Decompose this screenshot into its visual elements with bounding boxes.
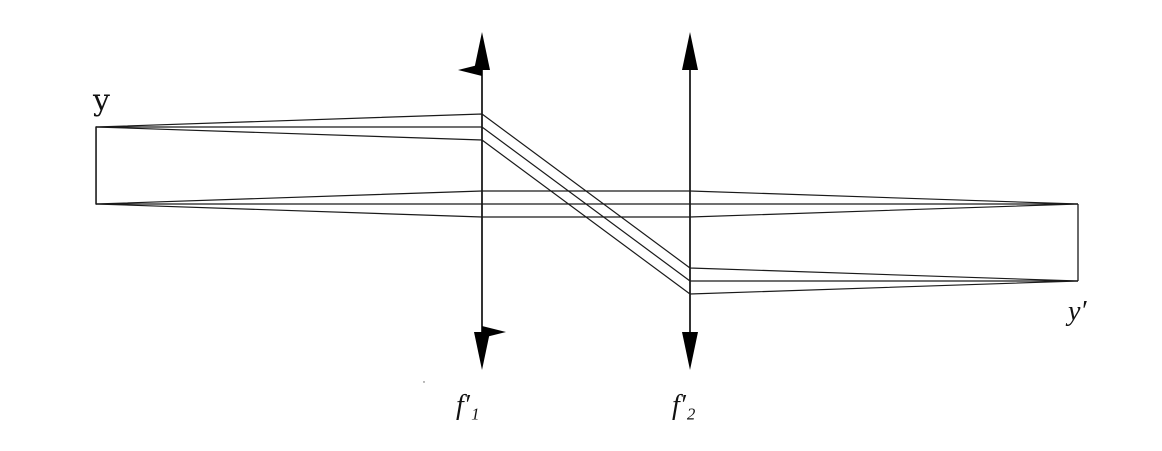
image-label: y′ xyxy=(1065,296,1087,327)
lens-1-arrow-bottom xyxy=(474,332,490,370)
lens-1-label: f′₁ xyxy=(456,390,480,421)
ray-axis-1 xyxy=(95,190,1079,205)
lens-1-arrow-top xyxy=(474,32,490,70)
lens-2-arrow-bottom xyxy=(682,332,698,370)
ray-axis-3 xyxy=(95,203,1079,218)
stray-dot xyxy=(423,381,425,383)
lens-2-label: f′₂ xyxy=(672,390,696,421)
object-label: y xyxy=(92,83,110,118)
lens-2-arrow-top xyxy=(682,32,698,70)
ray-top-1 xyxy=(95,113,1079,282)
ray-top-3 xyxy=(95,126,1079,295)
